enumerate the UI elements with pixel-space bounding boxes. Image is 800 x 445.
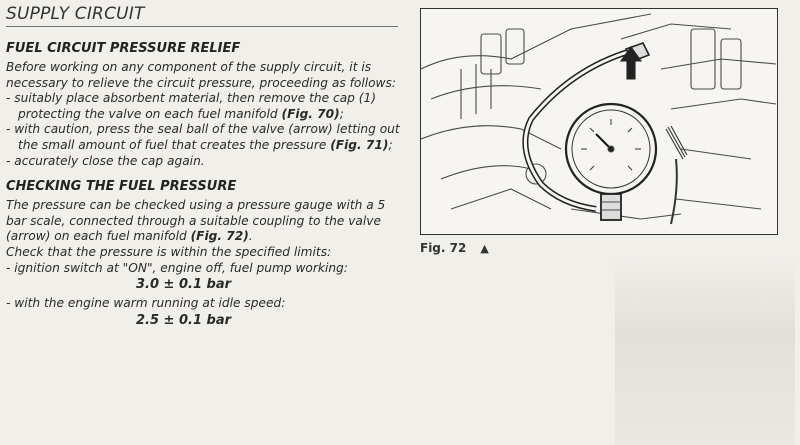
checking-limits: Check that the pressure is within the sp…: [6, 244, 332, 259]
checking-heading: CHECKING THE FUEL PRESSURE: [6, 179, 237, 195]
figure-illustration: [420, 8, 778, 235]
triangle-icon: ▲: [480, 241, 489, 255]
relief-heading: FUEL CIRCUIT PRESSURE RELIEF: [6, 41, 241, 56]
relief-steps: - suitably place absorbent material, the…: [6, 91, 406, 169]
pressure-value-idle: 2.5 ± 0.1 bar: [136, 312, 232, 328]
condition-ignition-on: - ignition switch at "ON", engine off, f…: [6, 260, 348, 275]
page-shadow: [615, 255, 795, 445]
manual-text-column: SUPPLY CIRCUIT FUEL CIRCUIT PRESSURE REL…: [6, 0, 406, 332]
figure-label: Fig. 72: [420, 241, 467, 255]
checking-intro: The pressure can be checked using a pres…: [6, 198, 386, 244]
section-title: SUPPLY CIRCUIT: [6, 4, 398, 27]
relief-step-3: - accurately close the cap again.: [6, 153, 205, 168]
condition-idle: - with the engine warm running at idle s…: [6, 296, 286, 311]
relief-step-2: - with caution, press the seal ball of t…: [6, 122, 400, 152]
relief-step-1: - suitably place absorbent material, the…: [6, 91, 377, 121]
pressure-gauge-illustration: [421, 13, 777, 225]
relief-intro: Before working on any component of the s…: [6, 60, 396, 90]
pressure-value-engine-off: 3.0 ± 0.1 bar: [136, 277, 232, 293]
figure-column: Fig. 72 ▲: [420, 8, 792, 255]
figure-caption: Fig. 72 ▲: [420, 241, 792, 255]
